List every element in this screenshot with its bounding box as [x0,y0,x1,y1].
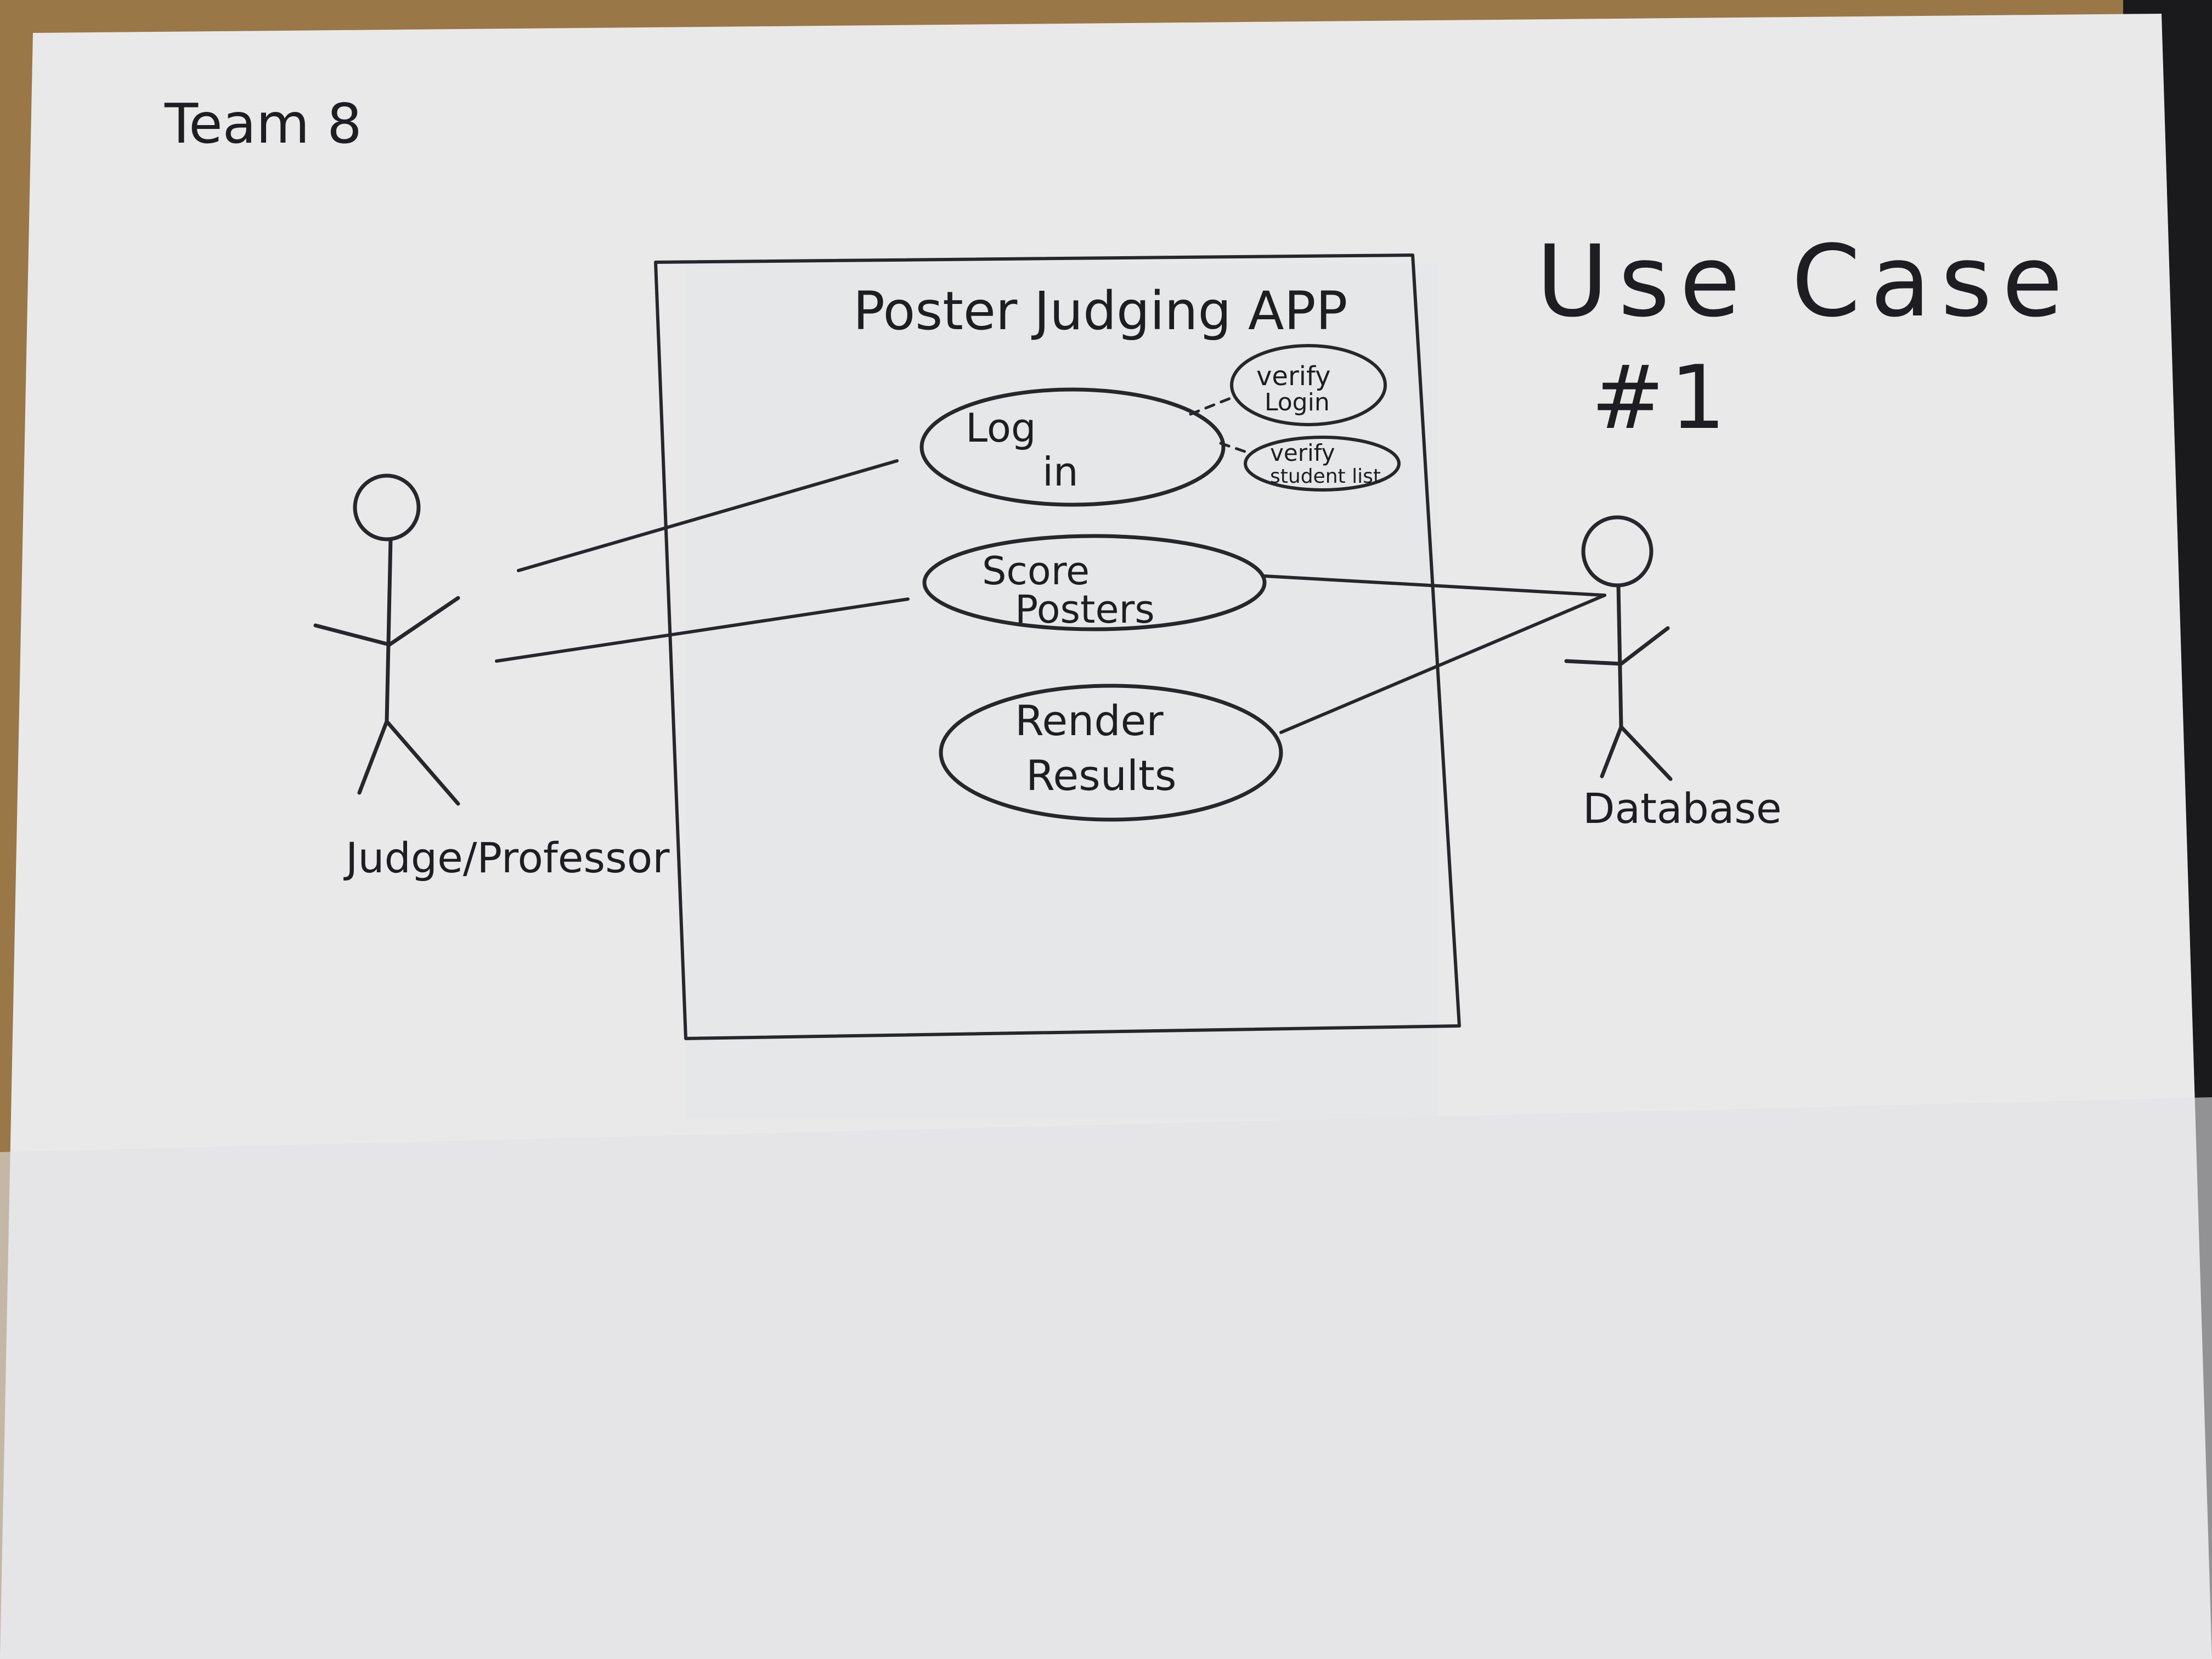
verify-student-list-label-line1: verify [1270,439,1335,466]
association-render-results-database [1279,594,1606,734]
database-label: Database [1583,784,1782,833]
render-results-label-line2: Results [1026,751,1176,800]
use-case-verify-student-list: verify student list [1244,436,1401,492]
use-case-verify-login: verify Login [1230,344,1387,426]
association-judge-log-in [517,459,899,572]
system-boundary [654,253,1461,1040]
log-in-label-line1: Log [966,405,1036,451]
log-in-label-line2: in [1042,449,1079,495]
actor-judge: Judge/Professor [313,473,670,882]
taped-inner-sheet [686,263,1437,1119]
verify-student-list-ellipse [1244,436,1401,492]
judge-body [385,537,393,724]
actor-database: Database [1564,515,1782,833]
include-link-verify-login [1189,396,1233,416]
use-case-render-results: Render Results [939,684,1283,822]
log-in-ellipse [919,387,1226,507]
diagram-heading: Use Case [1536,224,2073,339]
association-judge-score-posters [495,597,910,663]
include-link-verify-student-list [1219,442,1250,454]
team-label: Team 8 [164,92,362,156]
render-results-ellipse [939,684,1283,822]
database-legs [1600,725,1673,781]
system-title: Poster Judging APP [853,280,1347,342]
score-posters-label-line1: Score [982,549,1090,594]
association-score-posters-database [1263,574,1606,597]
judge-arms [313,596,460,647]
judge-legs [357,719,460,806]
diagram-heading-number: #1 [1591,346,1731,449]
database-arms [1564,626,1670,666]
render-results-label-line1: Render [1015,696,1164,745]
judge-label: Judge/Professor [343,833,670,882]
verify-student-list-label-line2: student list [1270,465,1381,488]
verify-login-ellipse [1230,344,1387,426]
verify-login-label-line2: Login [1265,388,1330,416]
use-case-score-posters: Score Posters [922,534,1267,632]
judge-head [353,473,421,541]
score-posters-ellipse [922,534,1267,631]
database-body [1616,583,1623,729]
paper-shadow [0,1097,2212,1659]
verify-login-label-line1: verify [1256,361,1330,392]
use-case-log-in: Log in [919,387,1226,507]
score-posters-label-line2: Posters [1015,587,1155,632]
